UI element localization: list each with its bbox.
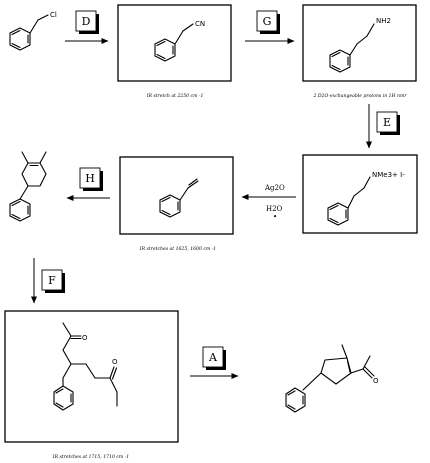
step-label-d: D bbox=[82, 15, 91, 28]
step-label-h: H bbox=[85, 172, 95, 185]
phenylacetonitrile-box: CN bbox=[117, 4, 232, 82]
water-reagent: H2O bbox=[266, 205, 283, 213]
heat-symbol: • bbox=[273, 213, 277, 221]
step-label-e: E bbox=[383, 116, 391, 129]
styrene-box bbox=[119, 156, 234, 235]
step-label-g: G bbox=[263, 15, 272, 28]
ammonium-salt-box: NMe3+ I- bbox=[302, 154, 418, 234]
step-a: A bbox=[190, 346, 239, 379]
step-label-box-d bbox=[75, 10, 97, 32]
step-label-box-a bbox=[202, 346, 224, 368]
dimethylphenylcyclohexene-structure bbox=[9, 151, 47, 222]
chlorine-atom-label: Cl bbox=[50, 11, 57, 19]
step-label-f: F bbox=[48, 274, 56, 287]
benzyl-chloride-structure: Cl bbox=[9, 11, 57, 51]
phenethylamine-box: NH2 bbox=[302, 4, 417, 82]
diketone-ir-caption: IR stretches at 1715, 1710 cm -1 bbox=[52, 454, 130, 460]
step-label-a: A bbox=[208, 351, 218, 364]
silver-oxide-reagent: Ag2O bbox=[264, 184, 285, 192]
nitrile-group-label: CN bbox=[195, 20, 205, 28]
amine-nmr-caption: 2 D2O-exchangeable protons in 1H nmr bbox=[312, 93, 407, 99]
ketone-oxygen-upper: O bbox=[82, 334, 88, 342]
step-e: E bbox=[366, 104, 400, 149]
step-label-box-f bbox=[41, 269, 63, 291]
final-ketone-oxygen: O bbox=[373, 377, 379, 385]
trimethylammonium-iodide-label: NMe3+ I- bbox=[372, 171, 405, 179]
step-h-target: H bbox=[66, 167, 110, 201]
ketone-oxygen-lower: O bbox=[112, 358, 118, 366]
nitrile-ir-caption: IR stretch at 2250 cm -1 bbox=[146, 93, 204, 99]
step-label-box-g bbox=[256, 10, 278, 32]
amine-group-label: NH2 bbox=[376, 17, 391, 25]
styrene-ir-caption: IR stretches at 1625, 1600 cm -1 bbox=[139, 246, 217, 252]
diketone-box: O O bbox=[4, 310, 179, 443]
step-label-box-e bbox=[376, 111, 398, 133]
step-h: Ag2O H2O • bbox=[241, 184, 296, 221]
cyclopentenyl-ketone-structure: O bbox=[285, 344, 379, 413]
step-label-box-h bbox=[79, 167, 101, 189]
step-d: D bbox=[65, 10, 109, 44]
step-g: G bbox=[245, 10, 295, 44]
step-f: F bbox=[31, 258, 65, 304]
